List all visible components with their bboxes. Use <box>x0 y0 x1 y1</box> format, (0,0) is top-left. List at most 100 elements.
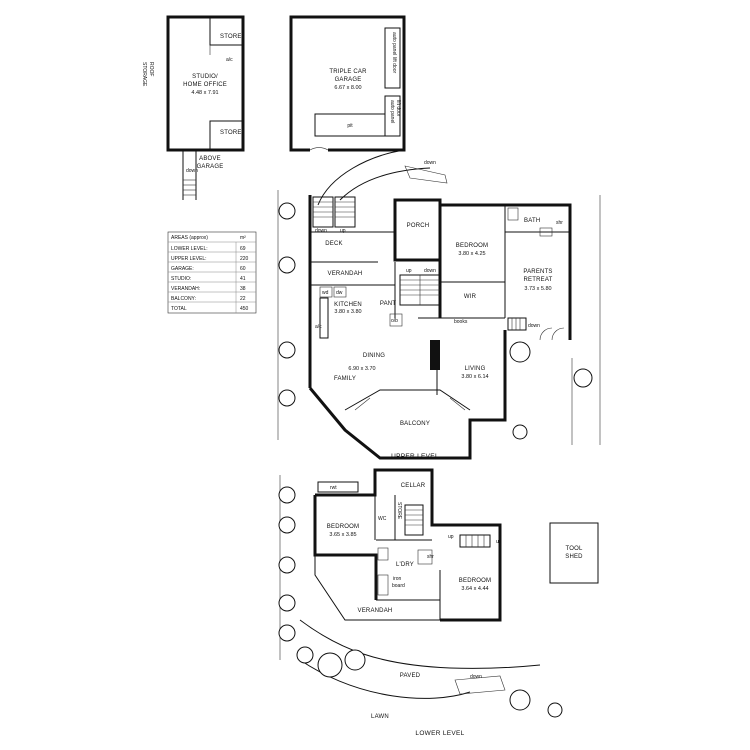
parents-retreat-line2: RETREAT <box>524 277 553 283</box>
areas-row-label: VERANDAH: <box>171 286 200 292</box>
studio-block: STORE a/c STUDIO/ HOME OFFICE 4.48 x 7.9… <box>141 15 245 200</box>
studio-store-top-label: STORE <box>220 34 242 40</box>
iron-board-line2: board <box>392 583 405 589</box>
bath-label: BATH <box>524 218 540 224</box>
balcony-label: BALCONY <box>400 421 430 427</box>
tree-icon <box>278 341 296 359</box>
upper-stair-up-left: up <box>340 228 346 234</box>
studio-ac-label: a/c <box>226 57 233 63</box>
areas-row-label: TOTAL <box>171 306 187 312</box>
garage-pit-label: pit <box>347 123 353 129</box>
lower-store-label: STORE <box>396 502 402 520</box>
trees <box>278 202 593 718</box>
paved-label: PAVED <box>400 673 421 679</box>
tree-icon <box>278 594 296 612</box>
bath-shr-label: shr <box>556 220 563 226</box>
studio-title-line1: STUDIO/ <box>192 74 218 80</box>
areas-unit: m² <box>240 235 246 241</box>
areas-row-value: 41 <box>240 276 246 282</box>
garage-dims: 6.67 x 8.00 <box>334 85 361 91</box>
kitchen-wd-label: wd <box>322 290 329 296</box>
studio-store-bottom-label: STORE <box>220 130 242 136</box>
tree-icon <box>573 368 593 388</box>
tree-icon <box>278 389 296 407</box>
garage-title-line2: GARAGE <box>335 77 362 83</box>
garage-block: TRIPLE CAR GARAGE 6.67 x 8.00 pit auto p… <box>289 15 448 206</box>
above-garage-line2: GARAGE <box>197 164 224 170</box>
family-label: FAMILY <box>334 376 356 382</box>
lawn-label: LAWN <box>371 714 389 720</box>
lower-shr-label: shr <box>427 554 434 560</box>
roof-storage-line2: STORAGE <box>141 62 147 87</box>
lower-level-title: LOWER LEVEL <box>415 730 464 737</box>
driveway-down-label: down <box>424 160 436 166</box>
tree-icon <box>317 652 343 678</box>
laundry-label: L'DRY <box>396 562 414 568</box>
books-label: books <box>454 319 468 325</box>
garage-door-top-label: auto panel lift door <box>391 32 397 73</box>
porch-label: PORCH <box>407 223 430 229</box>
tree-icon <box>278 256 296 274</box>
areas-row-value: 450 <box>240 306 249 312</box>
wir-label: WIR <box>464 294 477 300</box>
upper-stair-down-right: down <box>528 323 540 329</box>
iron-board-line1: iron <box>393 576 402 582</box>
upper-ac-label: a/c <box>315 324 322 330</box>
living-dims: 3.80 x 6.14 <box>461 374 488 380</box>
deck-label: DECK <box>325 241 342 247</box>
upper-ob-label: o/b <box>391 318 398 324</box>
upper-bedroom-dims: 3.80 x 4.25 <box>458 251 485 257</box>
rwt-label: rwt <box>330 485 337 491</box>
upper-stair-down-left: down <box>315 228 327 234</box>
lower-stair-up2: up <box>496 539 502 545</box>
lower-down-label: down <box>470 674 482 680</box>
garage-door-bottom-line1: auto panel <box>389 100 395 123</box>
tree-icon <box>278 486 296 504</box>
above-garage-line1: ABOVE <box>199 156 221 162</box>
tree-icon <box>547 702 563 718</box>
upper-stair-down-mid: down <box>424 268 436 274</box>
living-label: LIVING <box>465 366 486 372</box>
wc-label: WC <box>378 516 387 522</box>
lower-verandah-label: VERANDAH <box>358 608 393 614</box>
garage-title-line1: TRIPLE CAR <box>329 69 367 75</box>
lower-level: rwt CELLAR STORE WC up up BEDROOM 3.65 x… <box>279 468 541 737</box>
dining-dims: 6.90 x 3.70 <box>348 366 375 372</box>
parents-retreat-dims: 3.73 x 5.80 <box>524 286 551 292</box>
upper-stair-up-mid: up <box>406 268 412 274</box>
dining-label: DINING <box>363 353 385 359</box>
lower-stair-up: up <box>448 534 454 540</box>
lower-bedroom1-label: BEDROOM <box>327 524 359 530</box>
kitchen-dims: 3.80 x 3.80 <box>334 309 361 315</box>
areas-row-value: 220 <box>240 256 249 262</box>
areas-header: AREAS (approx) <box>171 235 208 241</box>
tree-icon <box>296 646 314 664</box>
studio-stair-down: down <box>186 168 198 174</box>
roof-storage-line1: ROOF <box>148 62 154 76</box>
areas-row-label: BALCONY: <box>171 296 196 302</box>
upper-bedroom-label: BEDROOM <box>456 243 488 249</box>
areas-row-value: 38 <box>240 286 246 292</box>
lower-bedroom1-dims: 3.65 x 3.85 <box>329 532 356 538</box>
upper-level-title: UPPER LEVEL <box>391 453 439 460</box>
parents-retreat-line1: PARENTS <box>523 269 552 275</box>
areas-table: AREAS (approx) m² LOWER LEVEL: 69 UPPER … <box>167 231 257 314</box>
kitchen-dw-label: dw <box>336 290 343 296</box>
areas-row-value: 69 <box>240 246 246 252</box>
tree-icon <box>509 689 531 711</box>
kitchen-label: KITCHEN <box>334 302 362 308</box>
lower-bedroom2-dims: 3.64 x 4.44 <box>461 586 488 592</box>
tool-shed: TOOL SHED <box>549 522 599 584</box>
tree-icon <box>278 556 296 574</box>
upper-level: down up DECK VERANDAH PORCH BEDROOM 3.80… <box>277 190 601 460</box>
areas-row-label: STUDIO: <box>171 276 191 282</box>
upper-verandah-label: VERANDAH <box>328 271 363 277</box>
tree-icon <box>278 624 296 642</box>
areas-row-label: LOWER LEVEL: <box>171 246 208 252</box>
tree-icon <box>509 341 531 363</box>
tree-icon <box>278 516 296 534</box>
tree-icon <box>512 424 528 440</box>
pantry-label: PANT <box>380 301 396 307</box>
areas-row-label: GARAGE: <box>171 266 194 272</box>
